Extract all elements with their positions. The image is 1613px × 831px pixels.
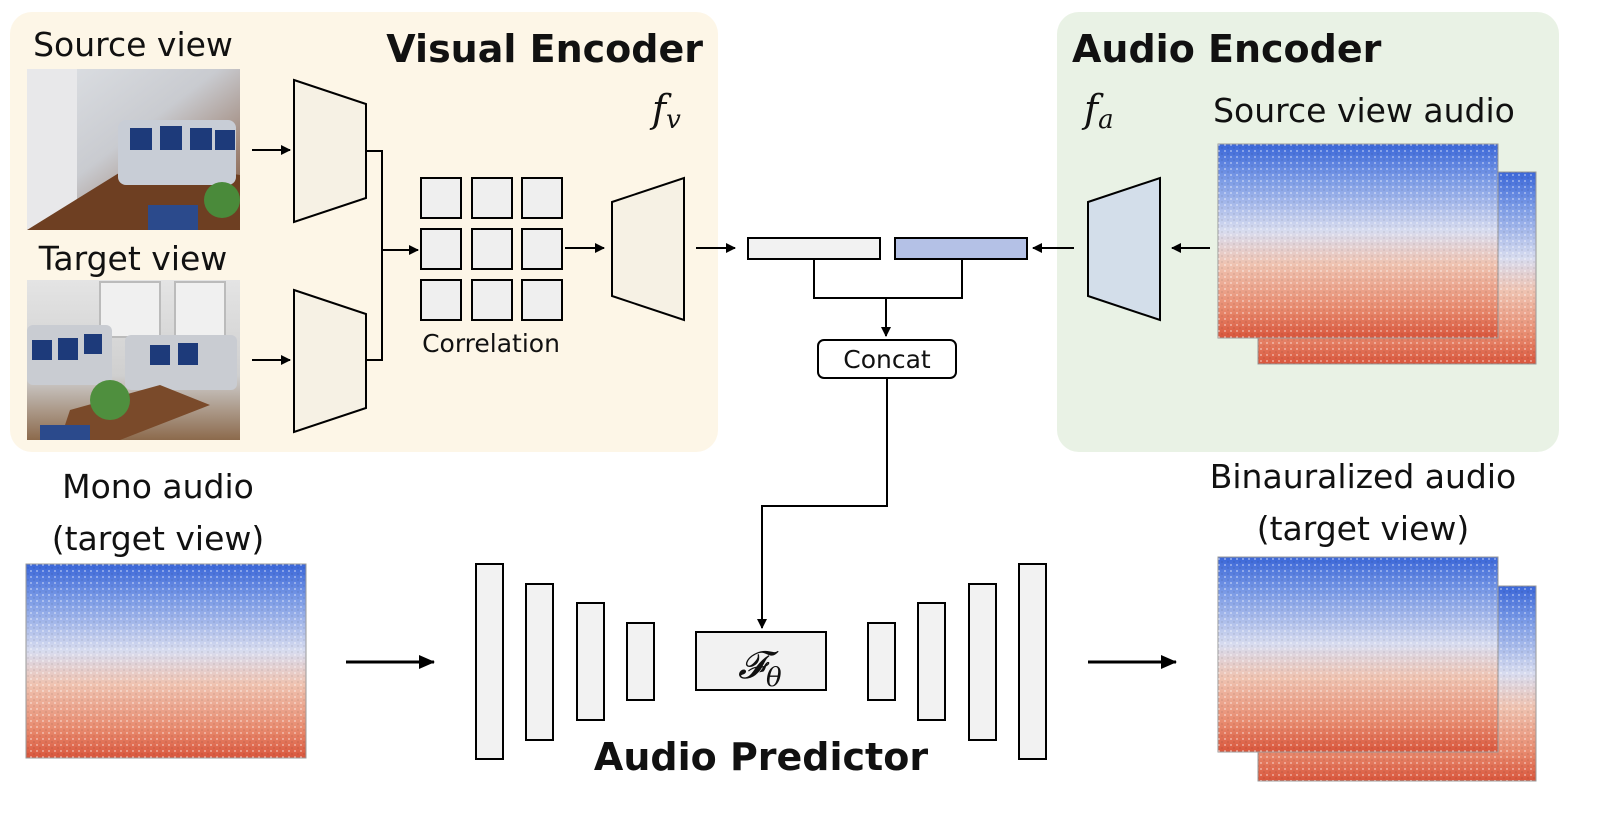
correlation-cell xyxy=(521,279,563,321)
predictor-symbol: 𝓕θ xyxy=(738,643,782,693)
decoder-layer xyxy=(917,602,946,721)
target-view-image xyxy=(27,280,240,440)
source-audio-spectrogram xyxy=(1217,143,1537,365)
correlation-cell xyxy=(521,228,563,270)
encoder-layer xyxy=(576,602,605,721)
target-view-label: Target view xyxy=(38,239,228,278)
correlation-cell xyxy=(420,228,462,270)
mono-audio-sublabel: (target view) xyxy=(52,519,265,558)
decoder-layer xyxy=(1018,563,1047,760)
decoder-layer xyxy=(968,583,997,741)
correlation-cell xyxy=(471,228,513,270)
source-merge-line xyxy=(366,150,383,250)
audio-encoder-block xyxy=(1087,176,1161,322)
audio-feature-vector xyxy=(894,237,1028,260)
target-encoder-block xyxy=(293,288,367,434)
mono-audio-spectrogram xyxy=(25,563,307,759)
visual-feature-vector xyxy=(747,237,881,260)
predictor-decoder-layers xyxy=(867,563,1047,760)
target-merge-line xyxy=(366,250,383,361)
concat-label: Concat xyxy=(843,345,931,374)
correlation-cell xyxy=(420,279,462,321)
source-encoder-block xyxy=(293,78,367,224)
correlation-label: Correlation xyxy=(422,329,560,358)
binauralized-audio-label: Binauralized audio xyxy=(1210,457,1517,496)
correlation-grid xyxy=(420,177,563,321)
source-view-image xyxy=(27,69,240,230)
source-view-audio-label: Source view audio xyxy=(1213,91,1515,130)
predictor-bottleneck xyxy=(695,631,827,691)
predictor-encoder-layers xyxy=(475,563,655,760)
correlation-cell xyxy=(471,177,513,219)
concat-to-predictor-line xyxy=(757,378,888,629)
binauralized-audio-spectrogram xyxy=(1217,556,1537,782)
visual-feature-encoder-block xyxy=(611,176,685,322)
encoder-layer xyxy=(626,622,655,701)
correlation-cell xyxy=(420,177,462,219)
audio-predictor-title: Audio Predictor xyxy=(594,735,928,779)
encoder-layer xyxy=(525,583,554,741)
correlation-cell xyxy=(471,279,513,321)
encoder-layer xyxy=(475,563,504,760)
source-view-label: Source view xyxy=(33,25,233,64)
mono-audio-label: Mono audio xyxy=(62,467,254,506)
concat-connector xyxy=(813,259,963,299)
audio-encoder-title: Audio Encoder xyxy=(1072,27,1382,71)
binauralized-audio-sublabel: (target view) xyxy=(1257,509,1470,548)
decoder-layer xyxy=(867,622,896,701)
correlation-cell xyxy=(521,177,563,219)
visual-encoder-title: Visual Encoder xyxy=(386,27,703,71)
